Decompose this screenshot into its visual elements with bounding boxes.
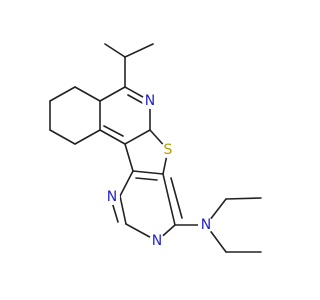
atom-labels: N S N N N <box>104 93 214 249</box>
pyrimidine-nitrogen-lower: N <box>149 233 165 249</box>
bond <box>99 129 126 145</box>
bond <box>124 143 134 172</box>
bond <box>104 43 126 58</box>
pyrimidine-nitrogen-upper: N <box>104 189 120 205</box>
bond <box>49 129 76 145</box>
bond <box>119 195 127 225</box>
bond <box>111 201 119 223</box>
bond <box>74 86 101 102</box>
amine-nitrogen: N <box>198 217 214 233</box>
bond <box>119 170 134 197</box>
bond <box>132 170 164 175</box>
bond <box>135 177 158 181</box>
bond <box>162 173 176 226</box>
atom-label-s: S <box>164 142 173 158</box>
bond <box>49 86 76 102</box>
bond <box>124 129 151 145</box>
bond <box>99 86 126 102</box>
bonds <box>49 43 262 253</box>
bond <box>74 129 101 145</box>
atom-label-n: N <box>145 93 155 109</box>
pyridine-nitrogen: N <box>142 93 158 109</box>
bond <box>124 43 154 58</box>
bond <box>225 197 262 200</box>
atom-label-n: N <box>201 217 211 233</box>
bond <box>103 125 124 137</box>
molecule-structure: N S N N N <box>49 43 262 253</box>
bond <box>170 177 183 219</box>
atom-label-n: N <box>152 233 162 249</box>
thiophene-sulfur: S <box>160 142 176 158</box>
atom-label-n: N <box>107 189 117 205</box>
